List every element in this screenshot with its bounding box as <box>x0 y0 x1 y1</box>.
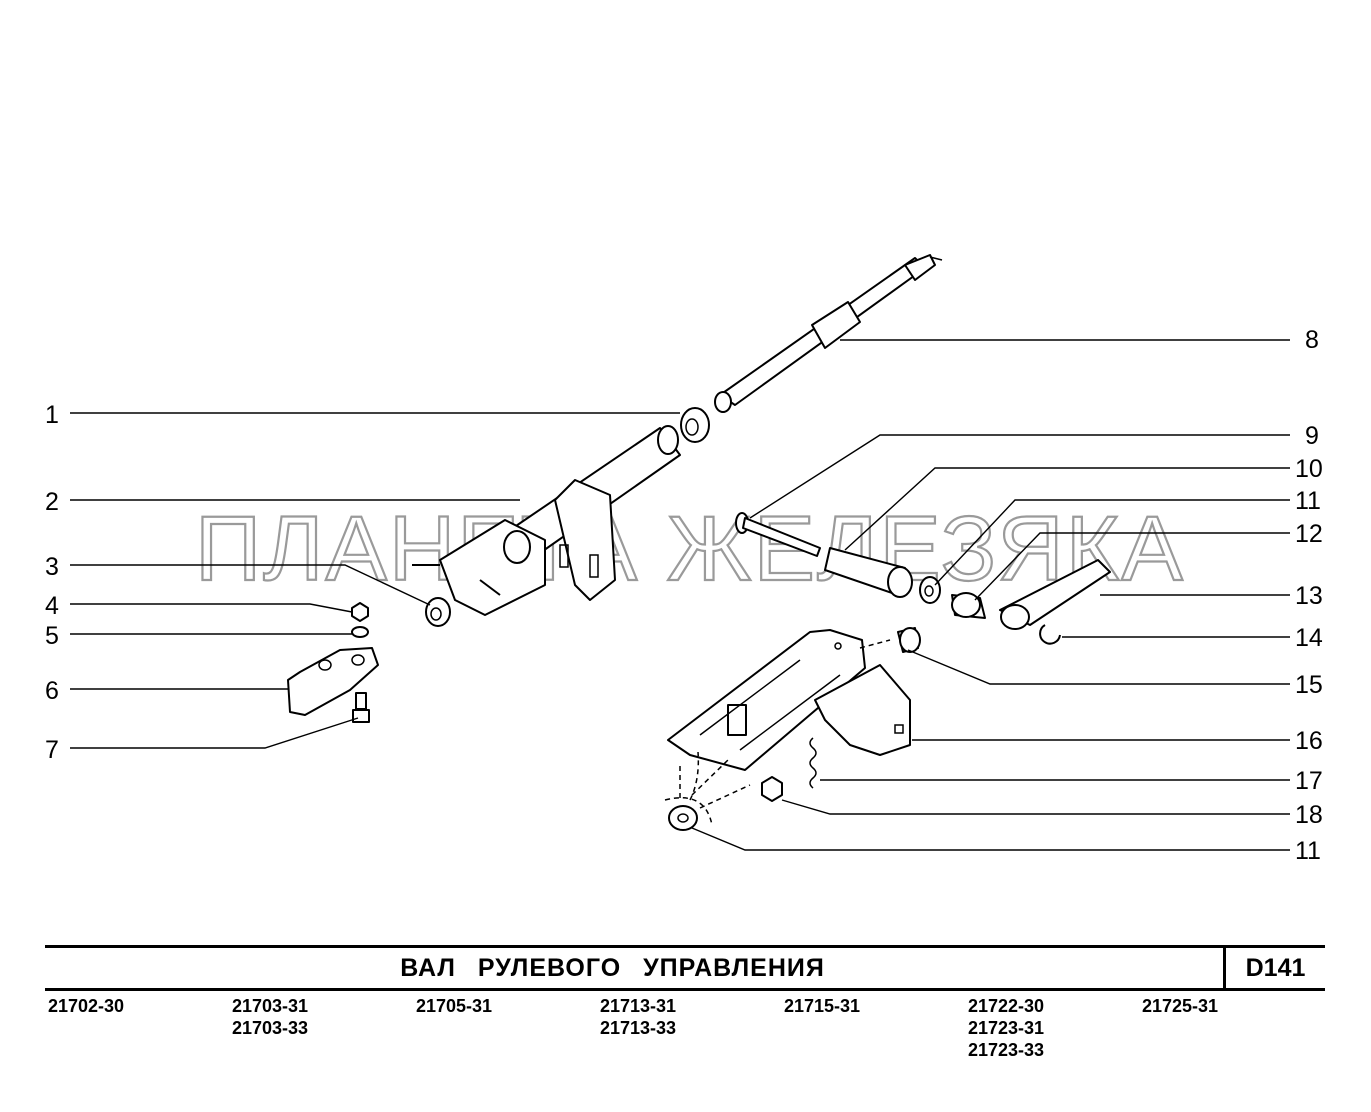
model-code: 21703-31 <box>232 996 309 1016</box>
part-16-adjustment-plate <box>667 629 911 771</box>
model-group-4: 21713-31 21713-33 <box>600 995 676 1039</box>
part-4-nut <box>351 602 369 622</box>
model-code: 21723-31 <box>968 1018 1045 1038</box>
callout-18: 18 <box>1295 801 1323 829</box>
callout-numbers: 1 2 3 4 5 6 7 8 9 10 11 12 13 14 15 16 1… <box>45 326 1323 865</box>
title-divider <box>1223 948 1226 988</box>
model-group-6: 21722-30 21723-31 21723-33 <box>968 995 1044 1061</box>
model-code: 21725-31 <box>1142 996 1219 1016</box>
watermark: ПЛАНЕТА ЖЕЛЕЗЯКА <box>195 498 1185 600</box>
callout-15: 15 <box>1295 671 1323 699</box>
part-17-spring <box>809 737 817 789</box>
part-7-bolt <box>352 692 370 723</box>
part-13-lever <box>999 559 1111 630</box>
model-group-5: 21715-31 <box>784 995 860 1017</box>
callout-8: 8 <box>1305 326 1319 354</box>
callout-4: 4 <box>45 592 59 620</box>
model-group-1: 21702-30 <box>48 995 124 1017</box>
part-2-column-tube <box>412 425 681 616</box>
model-group-2: 21703-31 21703-33 <box>232 995 308 1039</box>
diagram-code: D141 <box>1245 954 1306 982</box>
part-10-spacer <box>824 547 913 598</box>
callout-13: 13 <box>1295 582 1323 610</box>
assembly-arrows <box>664 639 891 826</box>
callout-6: 6 <box>45 677 59 705</box>
callout-5: 5 <box>45 622 59 650</box>
callout-17: 17 <box>1295 767 1323 795</box>
model-code: 21723-33 <box>968 1040 1045 1060</box>
callout-2: 2 <box>45 488 59 516</box>
model-group-7: 21725-31 <box>1142 995 1218 1017</box>
part-12-splined-bushing <box>951 592 986 619</box>
model-code: 21713-31 <box>600 996 677 1016</box>
model-code: 21702-30 <box>48 996 125 1016</box>
callout-9: 9 <box>1305 422 1319 450</box>
part-18-nut <box>761 776 783 802</box>
callout-11: 11 <box>1295 487 1321 515</box>
exploded-parts-diagram: ПЛАНЕТА ЖЕЛЕЗЯКА <box>45 254 1323 865</box>
leader-lines <box>70 339 1290 851</box>
part-11-lower-washer <box>668 805 698 831</box>
part-6-bracket <box>287 647 379 716</box>
model-group-3: 21705-31 <box>416 995 492 1017</box>
model-list: 21702-30 21703-31 21703-33 21705-31 2171… <box>0 995 1371 1105</box>
part-1-bushing <box>680 407 710 443</box>
callout-12: 12 <box>1295 520 1323 548</box>
part-15-plug <box>897 627 921 653</box>
callout-7: 7 <box>45 736 59 764</box>
model-code: 21722-30 <box>968 996 1045 1016</box>
callout-3: 3 <box>45 553 59 581</box>
model-code: 21705-31 <box>416 996 493 1016</box>
part-9-bolt <box>735 512 821 557</box>
part-14-circlip <box>1039 624 1061 645</box>
callout-1: 1 <box>45 401 59 429</box>
callout-14: 14 <box>1295 624 1323 652</box>
model-code: 21715-31 <box>784 996 861 1016</box>
callout-10: 10 <box>1295 455 1323 483</box>
model-code: 21703-33 <box>232 1018 309 1038</box>
title-bar: ВАЛ РУЛЕВОГО УПРАВЛЕНИЯ D141 <box>45 945 1325 991</box>
part-5-washer <box>351 626 369 638</box>
diagram-title: ВАЛ РУЛЕВОГО УПРАВЛЕНИЯ <box>400 954 825 982</box>
callout-16: 16 <box>1295 727 1323 755</box>
callout-11-lower: 11 <box>1295 837 1321 865</box>
part-3-sleeve <box>425 597 451 627</box>
part-8-steering-shaft <box>714 254 943 413</box>
model-code: 21713-33 <box>600 1018 677 1038</box>
part-11-washer <box>919 576 941 604</box>
